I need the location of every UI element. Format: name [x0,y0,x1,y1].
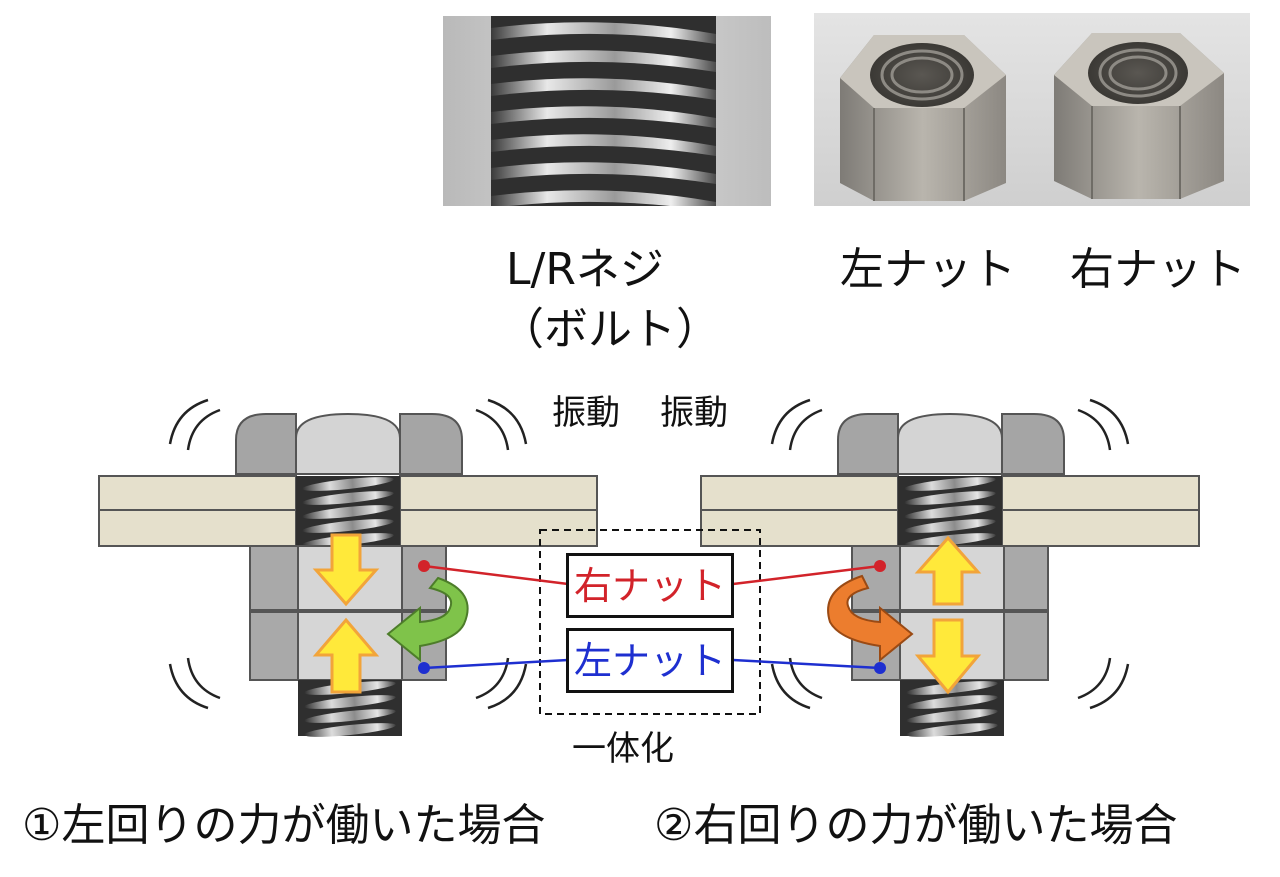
left-nut-callout: 左ナット [566,628,734,693]
bolt-photo-thread [491,106,716,128]
right-assembly [700,398,1200,737]
rotate-arrow-orange [827,574,914,663]
arrow-down-right [914,618,982,695]
bolt-photo-thread [491,22,716,44]
thread-ridges [904,477,996,547]
plates-right [700,475,1200,547]
vibration-marks-right [770,398,1130,710]
thread-ridge [302,519,394,533]
bolt-label-line2: （ボルト） [500,304,720,355]
thread-ridges [906,681,998,737]
caption-case-2: ②右回りの力が働いた場合 [654,800,1178,851]
right-nut-label: 右ナット [1070,244,1246,295]
left-assembly [98,398,598,737]
left-nut-photo [840,35,1006,201]
connector-lines [418,560,886,674]
arrow-down-left [312,533,380,607]
caption-case-1: ①左回りの力が働いた場合 [22,800,546,851]
thread-ridge [304,709,396,723]
bolt-photo-thread [491,78,716,100]
plates-left [98,475,598,547]
bolt-photo-thread [491,50,716,72]
bolt-photo [443,16,771,206]
unify-dashed-box [539,529,761,715]
unify-label: 一体化 [572,729,674,769]
thread-ridge [906,709,998,723]
thread-ridge [304,695,396,709]
arrow-up-left [312,617,380,694]
thread-ridge [904,505,996,519]
thread-ridge [904,491,996,505]
bolt-head-right [837,412,1065,475]
right-nut-callout: 右ナット [566,553,734,618]
arrow-up-right [914,535,982,606]
thread-ridge [906,723,998,737]
left-nut-label: 左ナット [840,244,1016,295]
thread-ridge [904,477,996,491]
thread-ridge [302,477,394,491]
bolt-label-line1: L/Rネジ [506,244,664,295]
thread-ridge [904,519,996,533]
vibration-label-2: 振動 [660,393,728,433]
bolt-head-left [235,412,463,475]
right-nut-photo [1054,33,1224,199]
vibration-label-1: 振動 [552,393,620,433]
thread-ridge [304,723,396,737]
bolt-photo-thread [491,190,716,206]
rotate-arrow-green [386,576,469,663]
bolt-photo-thread [491,162,716,184]
thread-ridge [302,505,394,519]
bolt-photo-thread [491,134,716,156]
thread-ridges [304,681,396,737]
thread-ridge [302,491,394,505]
thread-ridge [906,695,998,709]
nuts-photo [814,13,1250,206]
